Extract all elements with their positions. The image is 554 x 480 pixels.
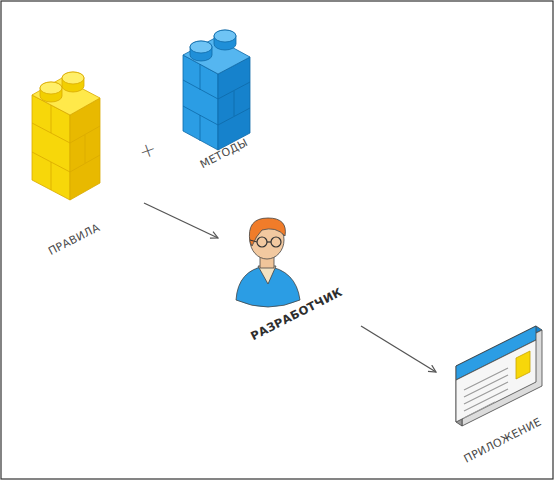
node-label: РАЗРАБОТЧИК [248,285,344,343]
node-label: ПРИЛОЖЕНИЕ [462,415,544,465]
icon-node: ПРАВИЛА [28,68,140,262]
node-label: ПРАВИЛА [46,221,102,258]
icon-node: МЕТОДЫ [180,30,260,175]
developer-figure [236,218,300,307]
icon-node: ПРИЛОЖЕНИЕ [440,325,550,470]
flow-arrow [144,203,218,238]
icon-node: РАЗРАБОТЧИК [222,195,357,347]
blue-brick [183,30,250,150]
application-window [456,326,542,426]
yellow-brick [32,72,100,200]
flow-arrow [361,326,436,372]
node-label: МЕТОДЫ [198,136,250,171]
